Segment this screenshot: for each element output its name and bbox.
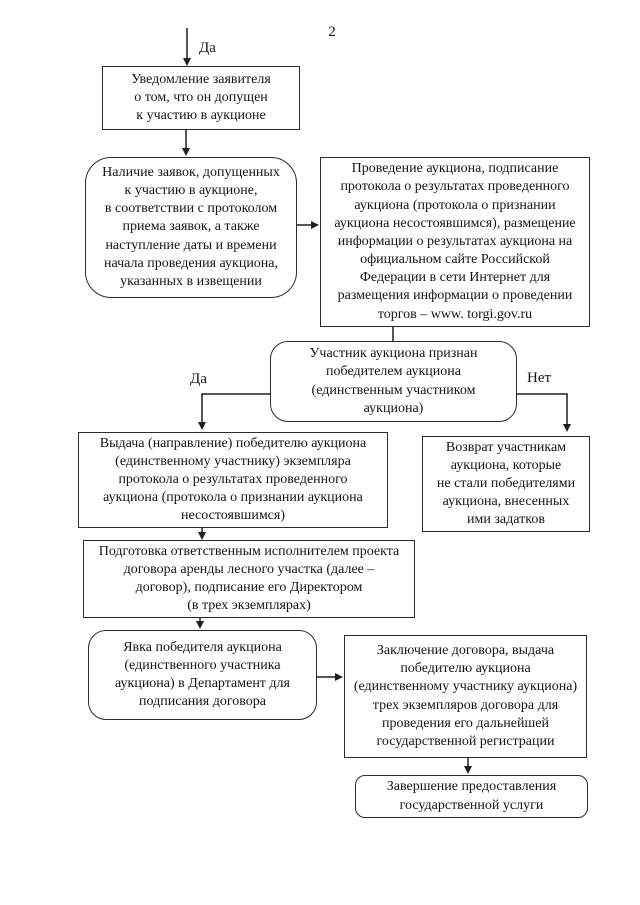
- node-issue-protocol: Выдача (направление) победителю аукциона…: [78, 432, 388, 528]
- node-service-complete: Завершение предоставления государственно…: [355, 775, 588, 818]
- arrow-notify-to-check: [182, 130, 190, 156]
- node-notify-applicant: Уведомление заявителя о том, что он допу…: [102, 66, 300, 130]
- arrow-decision-no-branch: [517, 393, 571, 432]
- node-winner-decision: Участник аукциона признан победителем ау…: [270, 341, 517, 422]
- arrow-protocol-to-prepare: [198, 528, 206, 540]
- node-return-deposits: Возврат участникам аукциона, которые не …: [422, 436, 590, 532]
- node-winner-appearance: Явка победителя аукциона (единственного …: [88, 630, 317, 720]
- branch-label-yes-top: Да: [199, 40, 216, 56]
- node-check-bids: Наличие заявок, допущенных к участию в а…: [85, 157, 297, 298]
- arrow-check-to-conduct: [297, 221, 319, 229]
- node-conduct-auction: Проведение аукциона, подписание протокол…: [320, 157, 590, 327]
- arrow-prepare-to-appearance: [196, 618, 204, 629]
- branch-label-no: Нет: [527, 370, 552, 386]
- node-prepare-contract: Подготовка ответственным исполнителем пр…: [83, 540, 415, 618]
- node-conclude-contract: Заключение договора, выдача победителю а…: [344, 635, 587, 758]
- page-number: 2: [328, 24, 336, 40]
- arrow-appearance-to-conclude: [317, 673, 343, 681]
- arrow-conclude-to-complete: [464, 758, 472, 774]
- arrow-entry-yes: [183, 28, 191, 66]
- arrow-decision-yes-branch: [198, 393, 270, 430]
- branch-label-yes: Да: [190, 371, 207, 387]
